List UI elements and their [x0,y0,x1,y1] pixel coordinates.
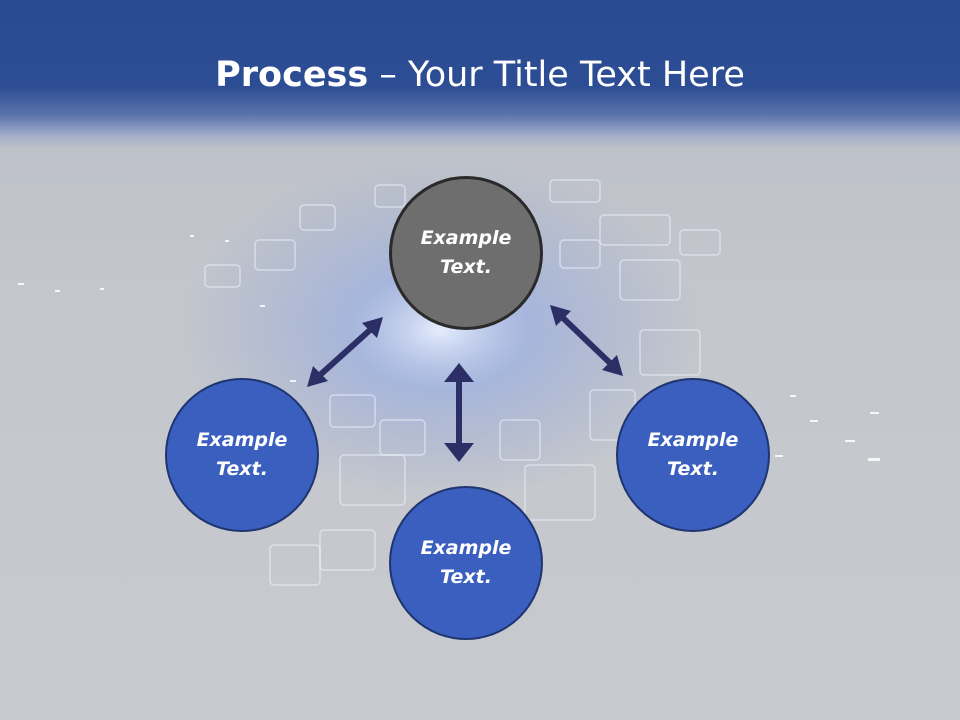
title-banner [0,0,960,148]
tech-squares [204,179,721,586]
left-node-label: Example Text. [196,429,288,480]
title-rest: – Your Title Text Here [368,55,745,95]
title-bold: Process [215,55,369,95]
left-node[interactable]: Example Text. [165,378,319,532]
center-node[interactable]: Example Text. [389,176,543,330]
arrow-center-left [307,317,383,387]
bottom-node-label: Example Text. [420,537,512,588]
bottom-node[interactable]: Example Text. [389,486,543,640]
right-node-label: Example Text. [647,429,739,480]
arrow-center-bottom [444,363,474,462]
right-node[interactable]: Example Text. [616,378,770,532]
slide-title[interactable]: Process – Your Title Text Here [0,52,960,98]
center-node-label: Example Text. [420,227,512,278]
tech-sparks [18,235,880,461]
connector-arrows [307,305,623,462]
tech-glow [180,160,700,500]
arrow-center-right [550,305,623,376]
